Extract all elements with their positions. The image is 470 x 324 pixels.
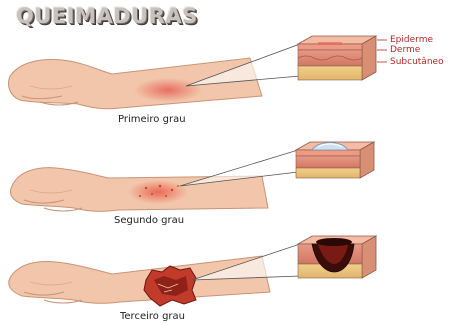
charred-wound bbox=[144, 266, 196, 306]
caption-second-degree: Segundo grau bbox=[114, 215, 184, 226]
skin-block-third-degree bbox=[298, 236, 376, 278]
label-epiderme: Epiderme bbox=[390, 35, 433, 45]
caption-first-degree: Primeiro grau bbox=[118, 114, 186, 125]
arm-third-degree bbox=[9, 256, 270, 303]
caption-third-degree: Terceiro grau bbox=[120, 311, 185, 322]
label-subcutaneo: Subcutâneo bbox=[390, 57, 444, 67]
redness-second-degree bbox=[128, 180, 188, 204]
arm-first-degree bbox=[8, 58, 262, 109]
skin-block-first-degree bbox=[298, 36, 376, 80]
skin-block-second-degree bbox=[296, 142, 374, 178]
label-derme: Derme bbox=[390, 45, 420, 55]
layer-brackets bbox=[377, 40, 387, 62]
page-title: QUEIMADURAS bbox=[16, 4, 198, 28]
redness-first-degree bbox=[134, 78, 202, 102]
